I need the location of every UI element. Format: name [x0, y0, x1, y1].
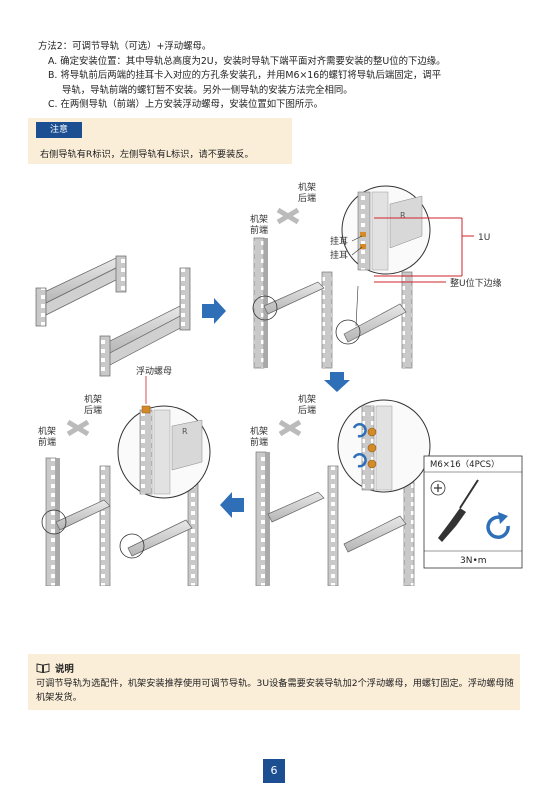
step-c: C. 在两侧导轨（前端）上方安装浮动螺母，安装位置如下图所示。: [48, 99, 324, 111]
rack-rear-label-bl-2: 后端: [84, 404, 102, 416]
rack-front-label-br-1: 机架: [250, 425, 268, 437]
unit-label: 1U: [478, 233, 490, 243]
arrow-left: [220, 492, 244, 518]
page-number: 6: [263, 759, 285, 783]
installation-figure: 机架 前端 机架 后端 R 挂耳 挂耳 1U 整U位下边缘: [35, 181, 523, 586]
callout-1u: 1U 整U位下边缘: [374, 217, 502, 289]
rack-rear-label-br-2: 后端: [298, 404, 316, 416]
rack-front-label-br-2: 前端: [250, 436, 268, 448]
rack-front-label-bl-2: 前端: [38, 436, 56, 448]
rack-front-label-2: 前端: [250, 224, 268, 236]
step-a: A. 确定安装位置：其中导轨总高度为2U，安装时导轨下端平面对齐需要安装的整U位…: [48, 55, 446, 67]
notice-box: 注意 右侧导轨有R标识，左侧导轨有L标识，请不要装反。: [28, 118, 292, 164]
rack-rear-label-2: 后端: [298, 192, 316, 204]
description-text: 可调节导轨为选配件，机架安装推荐使用可调节导轨。3U设备需要安装导轨加2个浮动螺…: [36, 678, 514, 703]
zoom-detail-ear: R 挂耳 挂耳: [330, 185, 431, 275]
screwdriver-icon: [438, 479, 479, 542]
rack-front-label-1: 机架: [250, 213, 268, 225]
rotate-clockwise-icon: [486, 512, 510, 539]
screw-tool-panel: M6×16（4PCS） 3N•m: [423, 455, 523, 569]
book-icon: [36, 663, 50, 673]
u-bottom-edge-label: 整U位下边缘: [450, 277, 502, 289]
rack-rear-label-1: 机架: [298, 181, 316, 193]
rail-mark-bottom: R: [182, 427, 188, 436]
arrow-down: [324, 372, 350, 392]
screw-spec: M6×16（4PCS）: [430, 459, 500, 470]
step-b-line1: B. 将导轨前后两端的挂耳卡入对应的方孔条安装孔，并用M6×16的螺钉将导轨后端…: [48, 70, 442, 82]
description-box: 说明 可调节导轨为选配件，机架安装推荐使用可调节导轨。3U设备需要安装导轨加2个…: [28, 654, 520, 710]
rail-mark-top: R: [400, 211, 406, 220]
rack-front-label-bl-1: 机架: [38, 425, 56, 437]
zoom-detail-floating-nut: R 浮动螺母: [117, 365, 211, 499]
step-b: B. 将导轨前后两端的挂耳卡入对应的方孔条安装孔，并用M6×16的螺钉将导轨后端…: [38, 69, 528, 98]
rack-bottom-right: 机架 前端 机架 后端: [250, 393, 415, 586]
notice-tag: 注意: [36, 122, 82, 138]
rack-rear-label-br-1: 机架: [298, 393, 316, 405]
description-title-row: 说明: [36, 661, 74, 675]
method-title: 方法2：可调节导轨（可选）+浮动螺母。: [38, 41, 212, 52]
zoom-detail-screws: [337, 399, 431, 493]
phillips-icon: [430, 480, 446, 496]
floating-nut-label: 浮动螺母: [136, 365, 172, 377]
notice-text: 右侧导轨有R标识，左侧导轨有L标识，请不要装反。: [40, 149, 254, 160]
description-title: 说明: [55, 664, 74, 675]
rack-rear-label-bl-1: 机架: [84, 393, 102, 405]
intro-section: 方法2：可调节导轨（可选）+浮动螺母。 A. 确定安装位置：其中导轨总高度为2U…: [38, 40, 528, 113]
arrow-right: [202, 298, 226, 324]
step-b-line2: 导轨，导轨前端的螺钉暂不安装。另外一侧导轨的安装方法完全相同。: [62, 84, 353, 96]
loose-rails: [35, 255, 191, 377]
rack-top-right: 机架 前端 机架 后端: [250, 181, 413, 369]
hanging-ear-label-2: 挂耳: [330, 249, 348, 261]
rack-bottom-left: 机架 前端 机架 后端: [38, 393, 199, 586]
hanging-ear-label-1: 挂耳: [330, 235, 348, 247]
torque-label: 3N•m: [460, 556, 487, 566]
